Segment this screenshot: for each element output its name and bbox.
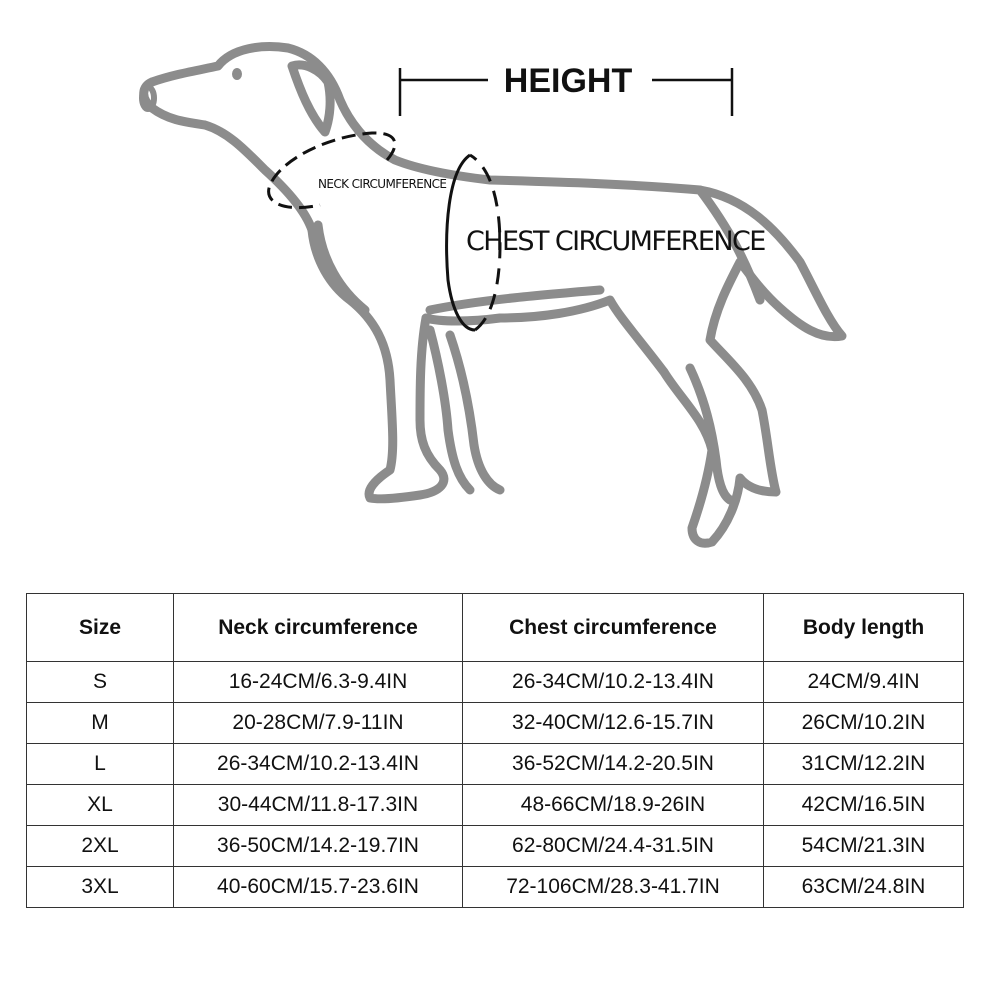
chest-circumference-label: CHEST CIRCUMFERENCE bbox=[466, 226, 765, 257]
size-chart-table: Size Neck circumference Chest circumfere… bbox=[26, 593, 964, 908]
cell-neck: 30-44CM/11.8-17.3IN bbox=[173, 784, 463, 826]
cell-neck: 26-34CM/10.2-13.4IN bbox=[173, 743, 463, 785]
dog-eye-icon bbox=[232, 68, 242, 80]
cell-chest: 48-66CM/18.9-26IN bbox=[462, 784, 764, 826]
table-row: XL 30-44CM/11.8-17.3IN 48-66CM/18.9-26IN… bbox=[26, 784, 964, 826]
table-row: L 26-34CM/10.2-13.4IN 36-52CM/14.2-20.5I… bbox=[26, 743, 964, 785]
cell-body-length: 42CM/16.5IN bbox=[763, 784, 964, 826]
cell-size: M bbox=[26, 702, 174, 744]
cell-neck: 40-60CM/15.7-23.6IN bbox=[173, 866, 463, 908]
height-marker bbox=[398, 68, 734, 116]
header-neck-circumference: Neck circumference bbox=[173, 593, 463, 662]
table-row: 3XL 40-60CM/15.7-23.6IN 72-106CM/28.3-41… bbox=[26, 866, 964, 908]
cell-chest: 62-80CM/24.4-31.5IN bbox=[462, 825, 764, 867]
cell-body-length: 24CM/9.4IN bbox=[763, 661, 964, 703]
cell-size: 2XL bbox=[26, 825, 174, 867]
header-chest-circumference: Chest circumference bbox=[462, 593, 764, 662]
height-label: HEIGHT bbox=[504, 62, 633, 100]
cell-neck: 20-28CM/7.9-11IN bbox=[173, 702, 463, 744]
table-row: 2XL 36-50CM/14.2-19.7IN 62-80CM/24.4-31.… bbox=[26, 825, 964, 867]
cell-chest: 26-34CM/10.2-13.4IN bbox=[462, 661, 764, 703]
cell-neck: 16-24CM/6.3-9.4IN bbox=[173, 661, 463, 703]
cell-size: L bbox=[26, 743, 174, 785]
neck-measure-ellipse bbox=[267, 131, 397, 210]
neck-circumference-label: NECK CIRCUMFERENCE bbox=[318, 177, 446, 191]
dog-measurement-diagram: HEIGHT NECK CIRCUMFERENCE CHEST CIRCUMFE… bbox=[139, 42, 847, 548]
cell-body-length: 26CM/10.2IN bbox=[763, 702, 964, 744]
cell-size: 3XL bbox=[26, 866, 174, 908]
dog-outline bbox=[139, 42, 847, 548]
cell-size: S bbox=[26, 661, 174, 703]
chest-measure-ellipse bbox=[445, 153, 502, 332]
header-size: Size bbox=[26, 593, 174, 662]
table-row: S 16-24CM/6.3-9.4IN 26-34CM/10.2-13.4IN … bbox=[26, 661, 964, 703]
cell-body-length: 54CM/21.3IN bbox=[763, 825, 964, 867]
cell-chest: 72-106CM/28.3-41.7IN bbox=[462, 866, 764, 908]
cell-chest: 32-40CM/12.6-15.7IN bbox=[462, 702, 764, 744]
cell-neck: 36-50CM/14.2-19.7IN bbox=[173, 825, 463, 867]
header-body-length: Body length bbox=[763, 593, 964, 662]
dog-nose-icon bbox=[139, 84, 157, 112]
table-header-row: Size Neck circumference Chest circumfere… bbox=[26, 593, 964, 662]
cell-body-length: 63CM/24.8IN bbox=[763, 866, 964, 908]
cell-chest: 36-52CM/14.2-20.5IN bbox=[462, 743, 764, 785]
cell-size: XL bbox=[26, 784, 174, 826]
cell-body-length: 31CM/12.2IN bbox=[763, 743, 964, 785]
table-row: M 20-28CM/7.9-11IN 32-40CM/12.6-15.7IN 2… bbox=[26, 702, 964, 744]
